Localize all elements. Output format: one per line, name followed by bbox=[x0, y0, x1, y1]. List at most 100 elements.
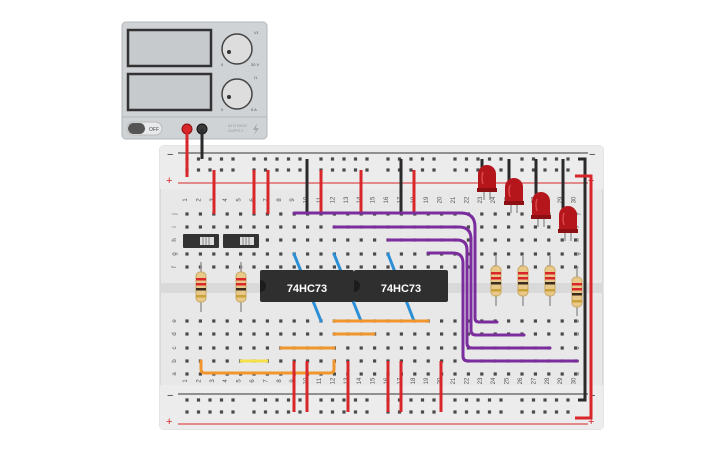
column-number: 8 bbox=[277, 379, 283, 383]
bottom-rail-strip bbox=[160, 385, 603, 429]
power-switch-knob bbox=[128, 123, 145, 134]
row-letter: f bbox=[575, 266, 581, 268]
purple-wire-4[interactable] bbox=[426, 251, 579, 363]
column-number: 19 bbox=[424, 377, 430, 384]
rail-plus-bl: + bbox=[166, 416, 172, 428]
column-number: 15 bbox=[371, 196, 377, 203]
column-number: 12 bbox=[330, 377, 336, 384]
supply-wires[interactable] bbox=[185, 129, 593, 420]
row-letter: e bbox=[172, 319, 178, 323]
column-number: 7 bbox=[263, 198, 269, 202]
column-number: 18 bbox=[411, 377, 417, 384]
row-letter: g bbox=[575, 252, 581, 255]
column-number: 2 bbox=[196, 198, 202, 202]
column-number: 6 bbox=[250, 379, 256, 383]
knob2-tag: I1 bbox=[254, 75, 258, 80]
voltage-knob-indicator-icon bbox=[227, 50, 231, 54]
column-number: 12 bbox=[330, 196, 336, 203]
column-number: 16 bbox=[384, 196, 390, 203]
resistor-3[interactable] bbox=[490, 256, 502, 306]
knob1-tag: V1 bbox=[254, 30, 260, 35]
row-letter: e bbox=[575, 319, 581, 323]
knob1-max-label: 30 V bbox=[251, 62, 260, 67]
knob1-min-label: 0 bbox=[221, 62, 224, 67]
slide-switch-2[interactable] bbox=[223, 234, 259, 248]
rail-plus-br: + bbox=[588, 416, 594, 428]
column-number: 28 bbox=[545, 377, 551, 384]
column-number: 25 bbox=[505, 377, 511, 384]
column-number: 1 bbox=[183, 198, 189, 202]
column-number: 23 bbox=[478, 377, 484, 384]
column-number: 4 bbox=[223, 379, 229, 383]
row-letter: j bbox=[575, 213, 581, 215]
column-number: 15 bbox=[371, 377, 377, 384]
column-number: 5 bbox=[237, 198, 243, 202]
right-rail-red-jumper[interactable] bbox=[575, 174, 593, 420]
column-number: 13 bbox=[344, 196, 350, 203]
resistor-4[interactable] bbox=[517, 256, 529, 306]
row-letter: g bbox=[172, 252, 178, 255]
chip-2[interactable]: 74HC73 bbox=[354, 270, 448, 302]
orange-wires[interactable] bbox=[199, 319, 430, 375]
purple-wire-2[interactable] bbox=[332, 225, 526, 337]
column-number: 24 bbox=[491, 377, 497, 384]
voltage-knob[interactable] bbox=[221, 33, 253, 65]
rail-minus-bl: − bbox=[167, 390, 173, 402]
row-letter: b bbox=[172, 359, 178, 363]
column-number: 30 bbox=[572, 377, 578, 384]
resistor-2[interactable] bbox=[235, 262, 247, 312]
led-3[interactable] bbox=[531, 192, 551, 227]
resistor-5[interactable] bbox=[544, 256, 556, 306]
resistor-1[interactable] bbox=[195, 262, 207, 312]
led-1[interactable] bbox=[477, 165, 497, 200]
slide-switch-1[interactable] bbox=[183, 234, 219, 248]
column-number: 21 bbox=[451, 377, 457, 384]
purple-wires[interactable] bbox=[292, 211, 579, 363]
chip-1-label: 74HC73 bbox=[287, 283, 327, 295]
column-number: 26 bbox=[518, 377, 524, 384]
power-switch-label: OFF bbox=[149, 127, 159, 133]
chip-2-label: 74HC73 bbox=[381, 283, 421, 295]
row-letter: a bbox=[172, 372, 178, 376]
column-number: 19 bbox=[424, 196, 430, 203]
row-letter: c bbox=[172, 347, 178, 350]
purple-wire-1[interactable] bbox=[292, 211, 499, 324]
column-number: 20 bbox=[438, 196, 444, 203]
column-number: 23 bbox=[478, 196, 484, 203]
column-number: 22 bbox=[464, 377, 470, 384]
row-letter: h bbox=[172, 238, 178, 241]
column-number: 14 bbox=[357, 377, 363, 384]
column-number: 4 bbox=[223, 198, 229, 202]
resistor-6[interactable] bbox=[571, 268, 583, 316]
resistors[interactable] bbox=[195, 256, 583, 316]
purple-wire-3[interactable] bbox=[386, 238, 552, 350]
column-number: 29 bbox=[558, 377, 564, 384]
column-number: 30 bbox=[572, 196, 578, 203]
right-rail-black-jumper[interactable] bbox=[578, 157, 587, 402]
chip-1[interactable]: 74HC73 bbox=[260, 270, 354, 302]
led-2[interactable] bbox=[504, 178, 524, 213]
row-letter: a bbox=[575, 372, 581, 376]
row-letter: c bbox=[575, 347, 581, 350]
knob2-min-label: 0 bbox=[221, 107, 224, 112]
column-number: 8 bbox=[277, 198, 283, 202]
column-number: 27 bbox=[531, 377, 537, 384]
current-knob[interactable] bbox=[221, 78, 253, 110]
leds[interactable] bbox=[477, 165, 578, 241]
column-number: 9 bbox=[290, 198, 296, 202]
column-number: 24 bbox=[491, 196, 497, 203]
row-letter: f bbox=[172, 266, 178, 268]
orange-wire-4[interactable] bbox=[199, 359, 336, 375]
lightning-icon bbox=[253, 123, 259, 135]
column-number: 1 bbox=[183, 379, 189, 383]
led-4[interactable] bbox=[558, 206, 578, 241]
column-number: 5 bbox=[237, 379, 243, 383]
row-letter: j bbox=[172, 213, 178, 215]
row-letter: d bbox=[172, 332, 178, 335]
bottom-vertical-wires[interactable] bbox=[292, 361, 443, 412]
knob2-max-label: 5 A bbox=[251, 107, 257, 112]
voltage-display bbox=[126, 28, 213, 68]
brand-label-line1: ATG RIGS bbox=[228, 123, 247, 128]
current-knob-indicator-icon bbox=[227, 95, 231, 99]
power-supply[interactable]: 0 30 V V1 0 5 A I1 OFF ATG RIGS SUPPLY bbox=[121, 21, 268, 140]
